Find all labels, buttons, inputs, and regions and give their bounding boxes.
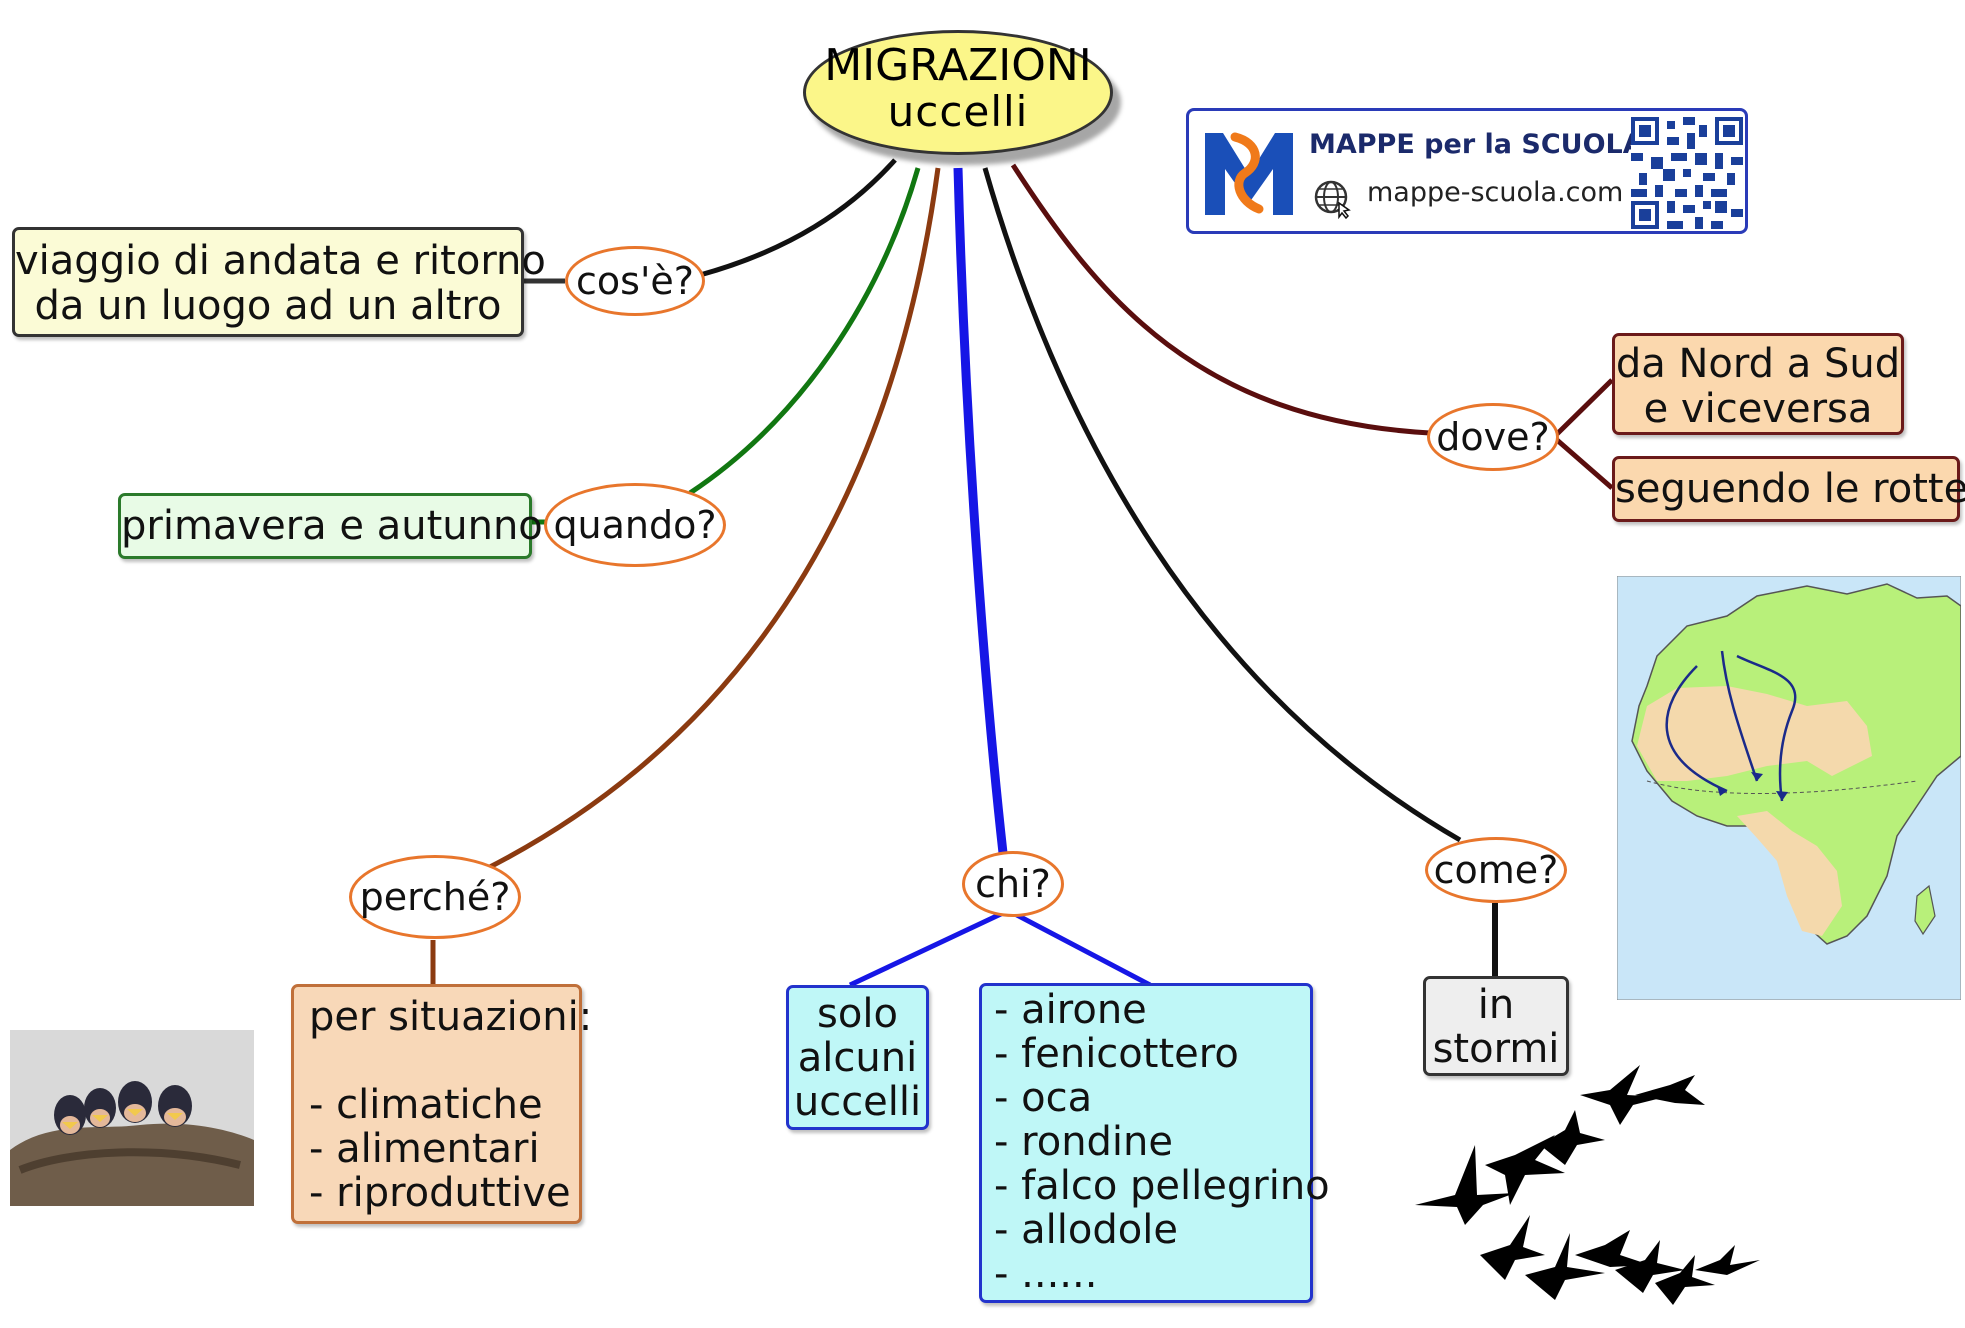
answer-come-line: in bbox=[1477, 982, 1515, 1028]
answer-dove-a: da Nord a Sud e viceversa bbox=[1612, 333, 1904, 435]
question-chi-label: chi? bbox=[975, 862, 1051, 906]
question-dove: dove? bbox=[1427, 403, 1559, 471]
question-come: come? bbox=[1425, 837, 1567, 903]
question-quando-label: quando? bbox=[553, 503, 717, 547]
answer-chi-b-item: - allodole bbox=[994, 1207, 1178, 1253]
question-dove-label: dove? bbox=[1436, 415, 1550, 459]
answer-chi-b-item: - falco pellegrino bbox=[994, 1163, 1330, 1209]
answer-chi-b-item: - fenicottero bbox=[994, 1031, 1239, 1077]
answer-chi-a: solo alcuni uccelli bbox=[786, 985, 929, 1130]
answer-perche-title: per situazioni: bbox=[309, 994, 593, 1040]
question-cose: cos'è? bbox=[565, 246, 705, 316]
answer-perche: per situazioni: - climatiche - alimentar… bbox=[291, 984, 593, 1224]
answer-cose-line: viaggio di andata e ritorno bbox=[15, 238, 546, 284]
answer-perche-item: - riproduttive bbox=[309, 1170, 571, 1216]
question-quando: quando? bbox=[544, 483, 726, 567]
answer-perche-spacer bbox=[309, 1039, 579, 1083]
edge-dove-a bbox=[1555, 378, 1614, 436]
edge-chi-b bbox=[1011, 910, 1152, 988]
question-cose-label: cos'è? bbox=[576, 259, 694, 303]
swallow-nest-photo bbox=[10, 1030, 254, 1206]
answer-dove-b-label: seguendo le rotte bbox=[1615, 466, 1965, 512]
answer-dove-a-line: e viceversa bbox=[1643, 385, 1873, 432]
logo-site: mappe-scuola.com bbox=[1367, 177, 1624, 208]
answer-chi-b-item: - rondine bbox=[994, 1119, 1174, 1165]
logo-title: MAPPE per la SCUOLA bbox=[1309, 129, 1644, 160]
answer-chi-b: - airone - fenicottero - oca - rondine -… bbox=[979, 983, 1330, 1303]
mappe-m-logo-icon bbox=[1205, 132, 1293, 215]
edge-cose bbox=[699, 158, 897, 278]
answer-chi-b-item: - airone bbox=[994, 987, 1147, 1033]
edge-quando bbox=[688, 167, 921, 496]
edge-chi bbox=[953, 167, 1008, 854]
question-perche-label: perché? bbox=[359, 875, 511, 919]
answer-chi-b-item: - oca bbox=[994, 1075, 1093, 1121]
central-topic: MIGRAZIONI uccelli bbox=[803, 30, 1113, 155]
answer-come-line: stormi bbox=[1432, 1026, 1560, 1072]
qr-code-icon bbox=[1631, 117, 1743, 229]
answer-perche-item: - climatiche bbox=[309, 1082, 543, 1128]
answer-dove-a-line: da Nord a Sud bbox=[1615, 341, 1901, 387]
question-perche: perché? bbox=[349, 855, 521, 939]
answer-come: in stormi bbox=[1423, 976, 1569, 1076]
central-subtitle: uccelli bbox=[887, 87, 1029, 136]
migration-map-image bbox=[1617, 576, 1961, 1000]
mappe-scuola-logo: MAPPE per la SCUOLA mappe-scuola.com bbox=[1186, 108, 1748, 234]
answer-perche-item: - alimentari bbox=[309, 1126, 540, 1172]
answer-dove-b: seguendo le rotte bbox=[1612, 456, 1965, 522]
answer-chi-a-line: solo bbox=[817, 991, 898, 1037]
edge-dove-b bbox=[1555, 438, 1614, 490]
answer-quando-label: primavera e autunno bbox=[121, 503, 543, 549]
question-chi: chi? bbox=[962, 851, 1064, 917]
edge-come bbox=[982, 167, 1462, 843]
edge-perche bbox=[482, 167, 941, 873]
globe-icon bbox=[1314, 180, 1351, 219]
answer-chi-a-line: uccelli bbox=[793, 1079, 922, 1125]
edge-chi-a bbox=[848, 910, 1005, 988]
answer-chi-b-item: - ...... bbox=[994, 1251, 1098, 1297]
question-come-label: come? bbox=[1433, 848, 1559, 892]
answer-chi-a-line: alcuni bbox=[797, 1035, 918, 1081]
central-title: MIGRAZIONI bbox=[824, 40, 1092, 91]
answer-cose: viaggio di andata e ritorno da un luogo … bbox=[12, 227, 546, 337]
answer-quando: primavera e autunno bbox=[118, 493, 543, 559]
answer-cose-line: da un luogo ad un altro bbox=[34, 282, 502, 329]
edge-dove bbox=[1010, 163, 1431, 436]
flock-silhouette-image bbox=[1415, 1065, 1760, 1305]
